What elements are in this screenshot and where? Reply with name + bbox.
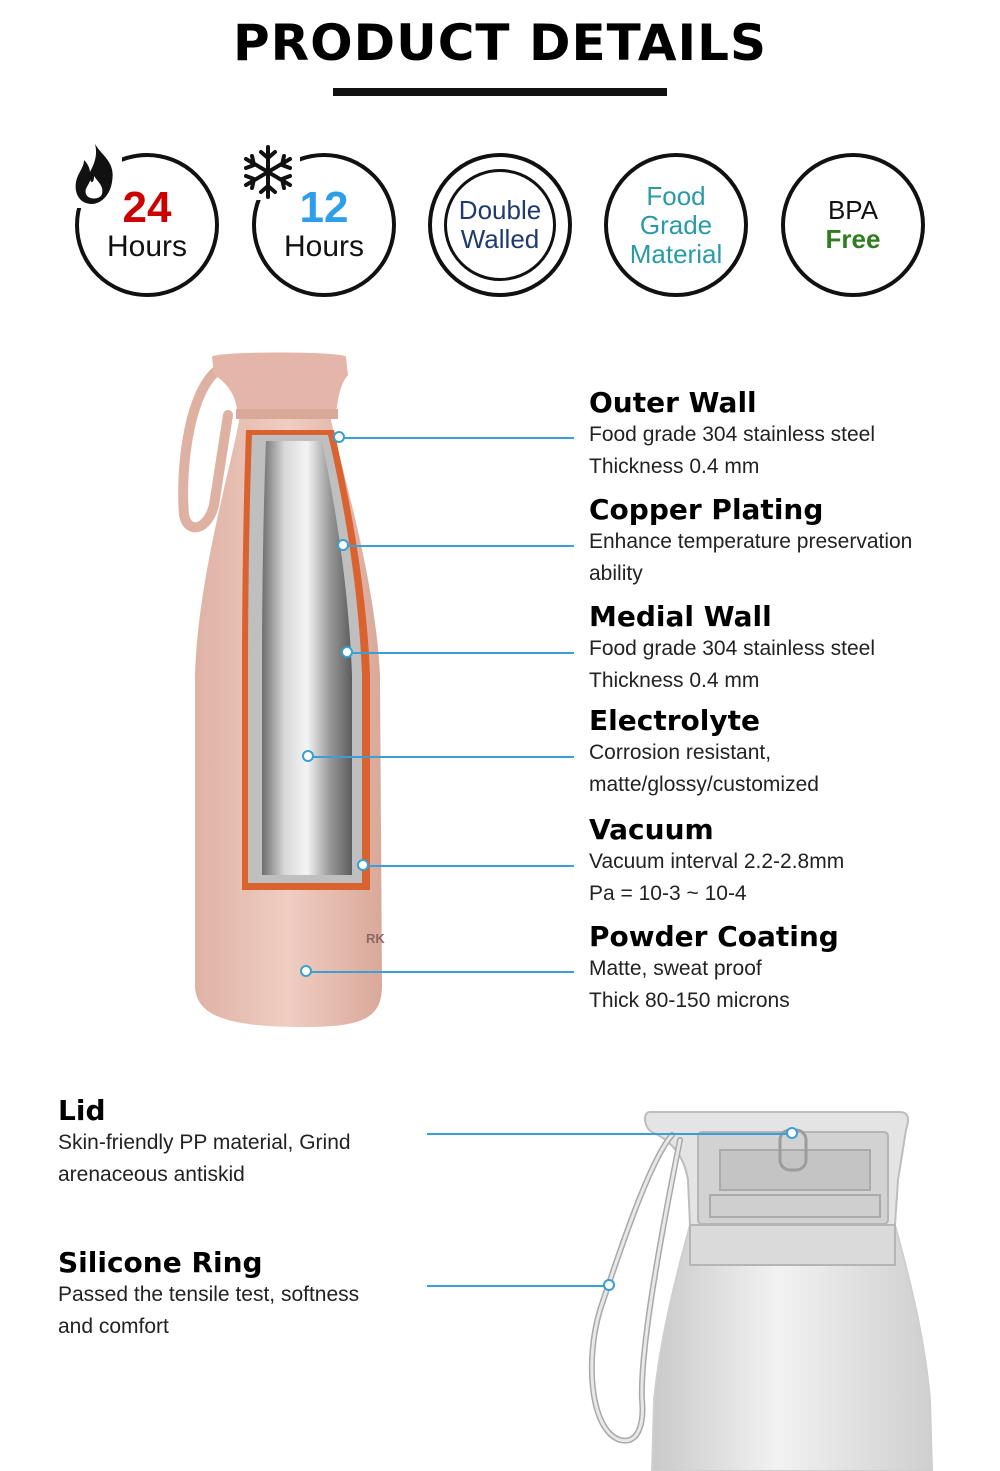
feature-electrolyte: Electrolyte Corrosion resistant, matte/g… [589, 704, 819, 801]
feature-powder-coating: Powder Coating Matte, sweat proof Thick … [589, 920, 839, 1017]
badge-double-line1: Double [458, 195, 542, 225]
bottle-cross-section-illustration: RK [178, 352, 385, 1027]
badge-food-grade: Food Grade Material [604, 153, 748, 297]
feature-lid: Lid Skin-friendly PP material, Grind are… [58, 1094, 351, 1191]
page-title: PRODUCT DETAILS [232, 14, 768, 72]
feature-desc-1: Matte, sweat proof [589, 957, 762, 980]
connector-dot-vacuum [357, 859, 369, 871]
feature-heading: Outer Wall [589, 386, 757, 419]
feature-vacuum: Vacuum Vacuum interval 2.2-2.8mm Pa = 10… [589, 813, 844, 910]
feature-silicone-ring: Silicone Ring Passed the tensile test, s… [58, 1246, 359, 1343]
feature-desc-1: Skin-friendly PP material, Grind [58, 1131, 351, 1154]
badge-bpa-line1: BPA [827, 195, 879, 225]
badge-hot-value: 24 [122, 183, 172, 232]
feature-desc-2: arenaceous antiskid [58, 1163, 245, 1186]
connector-dot-silicone-ring [603, 1279, 615, 1291]
feature-heading: Copper Plating [589, 493, 824, 526]
connector-dot-electrolyte [302, 750, 314, 762]
feature-heading: Medial Wall [589, 600, 772, 633]
feature-desc-2: matte/glossy/customized [589, 773, 819, 796]
connector-line-electrolyte [310, 756, 574, 758]
feature-desc-1: Passed the tensile test, softness [58, 1283, 360, 1306]
title-underline [333, 88, 667, 96]
badge-food-line3: Material [629, 238, 723, 269]
badge-cold-value: 12 [299, 183, 349, 232]
feature-heading: Silicone Ring [58, 1246, 263, 1279]
connector-dot-powder [300, 965, 312, 977]
badge-bpa-line2: Free [825, 224, 881, 254]
bottle-lid-illustration [588, 1111, 934, 1471]
feature-copper-plating: Copper Plating Enhance temperature prese… [589, 493, 912, 590]
connector-line-powder [308, 971, 574, 973]
feature-heading: Vacuum [589, 813, 714, 846]
snowflake-icon [244, 145, 292, 199]
badge-food-line1: Food [646, 180, 706, 211]
feature-desc-1: Vacuum interval 2.2-2.8mm [589, 850, 845, 873]
connector-line-silicone-ring [427, 1285, 610, 1287]
feature-desc-2: and comfort [58, 1315, 169, 1338]
feature-desc-1: Corrosion resistant, [589, 741, 772, 764]
connector-dot-medial [341, 646, 353, 658]
feature-medial-wall: Medial Wall Food grade 304 stainless ste… [589, 600, 875, 697]
feature-desc-2: Thick 80-150 microns [589, 989, 790, 1012]
feature-desc-1: Enhance temperature preservation [589, 530, 913, 553]
connector-dot-copper [337, 539, 349, 551]
fire-icon [75, 144, 113, 204]
badge-double-walled: Double Walled [428, 153, 572, 297]
badge-cold-unit: Hours [283, 230, 365, 263]
badge-bpa-free: BPA Free [781, 153, 925, 297]
connector-line-vacuum [364, 865, 574, 867]
connector-dot-lid [786, 1127, 798, 1139]
feature-desc-2: Thickness 0.4 mm [589, 669, 760, 692]
badge-inner-ring [444, 169, 556, 281]
bottle-brand-mark: RK [366, 931, 385, 946]
badge-double-line2: Walled [460, 224, 540, 254]
connector-line-lid [427, 1133, 793, 1135]
feature-desc-1: Food grade 304 stainless steel [589, 637, 876, 660]
feature-heading: Lid [58, 1094, 106, 1127]
feature-heading: Powder Coating [589, 920, 839, 953]
feature-desc-1: Food grade 304 stainless steel [589, 423, 876, 446]
connector-line-medial [348, 652, 574, 654]
connector-line-copper [344, 545, 574, 547]
feature-desc-2: ability [589, 562, 643, 585]
feature-outer-wall: Outer Wall Food grade 304 stainless stee… [589, 386, 875, 483]
feature-desc-2: Pa = 10-3 ~ 10-4 [589, 882, 747, 905]
badge-12-hours: 12 Hours [252, 153, 396, 297]
feature-heading: Electrolyte [589, 704, 760, 737]
connector-line-outer-wall [340, 437, 574, 439]
feature-desc-2: Thickness 0.4 mm [589, 455, 760, 478]
connector-dot-outer-wall [333, 431, 345, 443]
badge-food-line2: Grade [639, 209, 713, 240]
badge-hot-unit: Hours [106, 230, 188, 263]
